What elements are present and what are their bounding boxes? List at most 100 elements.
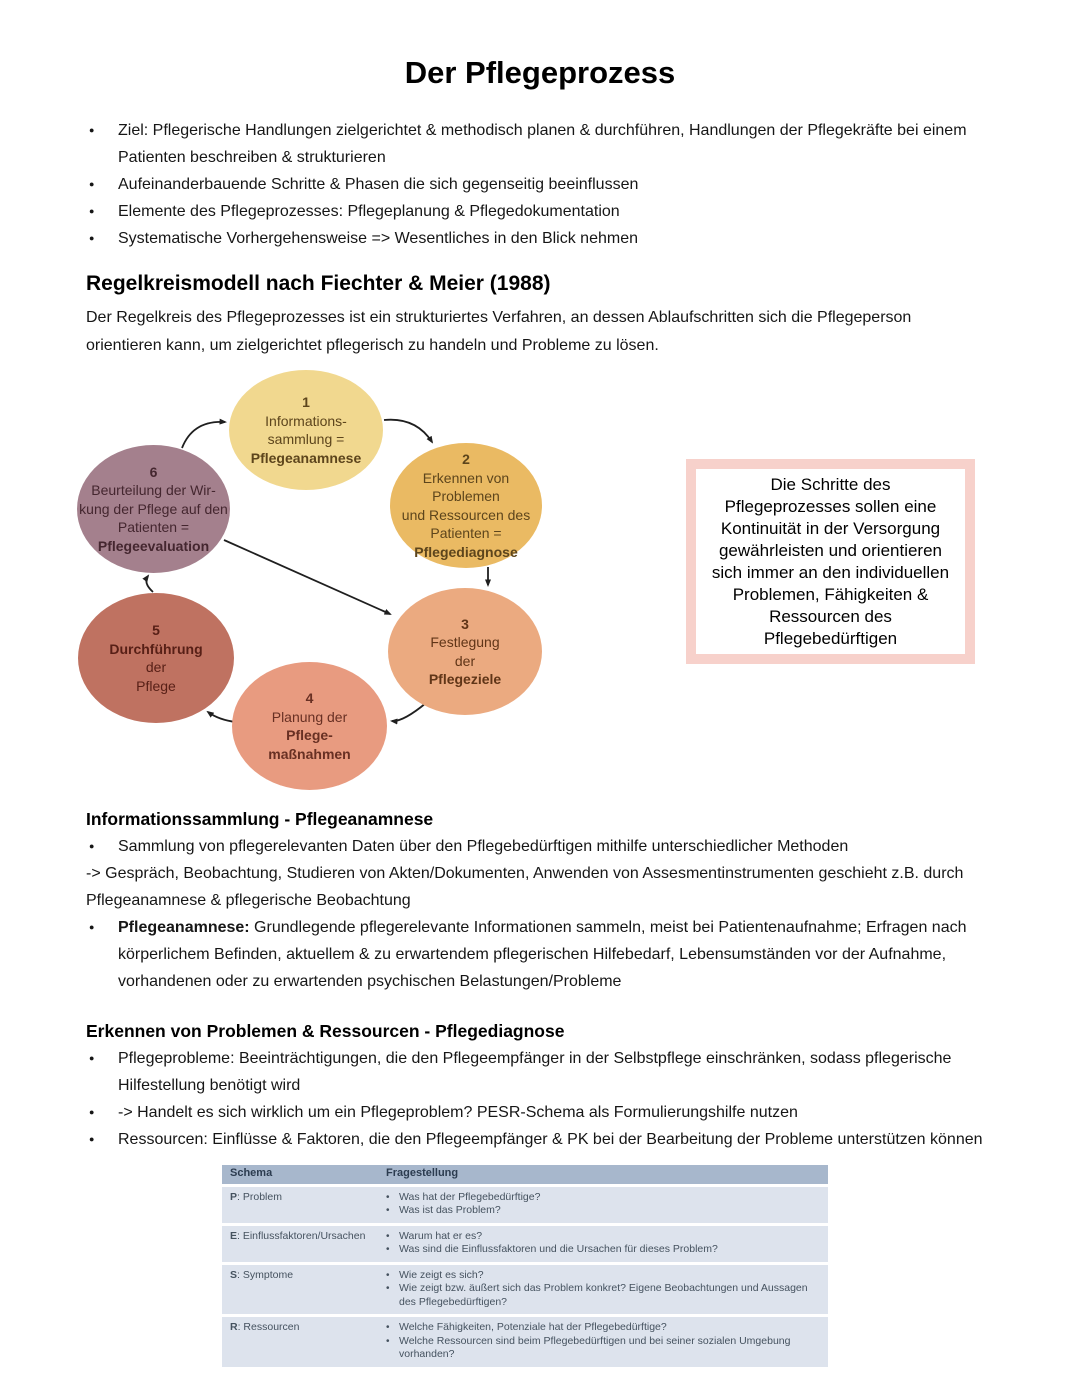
step-label-line: maßnahmen xyxy=(268,745,351,762)
question-text: Was sind die Einflussfaktoren und die Ur… xyxy=(399,1243,718,1255)
section-line: ● -> Handelt es sich wirklich um ein Pfle… xyxy=(86,1099,1000,1126)
schema-cell: P: Problem xyxy=(222,1185,378,1226)
schema-letter: P xyxy=(230,1190,238,1203)
erkennen-content: ● Pflegeprobleme: Beeinträchtigungen, die… xyxy=(86,1045,1000,1153)
schema-label: : Einflussfaktoren/Ursachen xyxy=(237,1229,366,1242)
bullet-icon: ● xyxy=(89,1107,95,1117)
schema-letter: R xyxy=(230,1321,238,1333)
section-erkennen: Erkennen von Problemen & Ressourcen - Pf… xyxy=(86,1018,1000,1153)
step-label-line: der xyxy=(454,652,476,669)
section-line: ●Ressourcen: Einflüsse & Faktoren, die d… xyxy=(86,1126,1000,1153)
intro-bullet-item: ●Elemente des Pflegeprozesses: Pflegepla… xyxy=(86,198,1000,225)
step-label-line: der xyxy=(145,659,167,675)
page-title: Der Pflegeprozess xyxy=(404,55,676,90)
question-item: • Warum hat er es? xyxy=(386,1230,820,1244)
schema-label: : Ressourcen xyxy=(237,1321,300,1333)
step-label-line: Beurteilung der Wir- xyxy=(91,482,216,499)
bullet-icon: ● xyxy=(89,125,95,135)
schema-cell: R: Ressourcen xyxy=(222,1315,378,1370)
info-heading: Informationssammlung - Pflegeanamnese xyxy=(86,809,434,829)
intro-bullet-text: Aufeinanderbauende Schritte & Phasen die… xyxy=(118,176,639,193)
bullet-icon: ● xyxy=(89,922,95,932)
section-line: ●Pflegeprobleme: Beeinträchtigungen, die… xyxy=(86,1045,1000,1099)
text-run: -> Gespräch, Beobachtung, Studieren von … xyxy=(86,865,964,909)
section-text: Pflegeanamnese: Grundlegende pflegerelev… xyxy=(118,914,1000,995)
table-row: P: Problem • Was hat der Pflegebedürftige?… xyxy=(222,1185,828,1226)
arrow-6-to-3 xyxy=(223,539,392,615)
intro-bullet-list: ● Ziel: Pflegerische Handlungen zielgeric… xyxy=(86,117,1000,252)
step-label-line: Pflegediagnose xyxy=(414,543,518,560)
step-label-line: Pflegeziele xyxy=(428,671,502,687)
note-line: gewährleisten und orientieren xyxy=(718,540,943,560)
step-label-line: Patienten = xyxy=(430,525,502,541)
step-number: 2 xyxy=(462,451,470,467)
step-number: 3 xyxy=(461,615,469,632)
bullet-icon: ● xyxy=(89,841,95,851)
intro-bullet-text: Ziel: Pflegerische Handlungen zielgerich… xyxy=(118,122,967,166)
question-item: •Wie zeigt bzw. äußert sich das Problem … xyxy=(386,1282,820,1309)
question-text: Was hat der Pflegebedürftige? xyxy=(399,1190,541,1203)
schema-letter: S xyxy=(230,1268,238,1281)
note-line: Kontinuität in der Versorgung xyxy=(720,518,941,538)
pesr-header-fragestellung: Fragestellung xyxy=(378,1165,828,1187)
question-item: •Wie zeigt es sich? xyxy=(386,1269,820,1283)
question-item: • Was sind die Einflussfaktoren und die U… xyxy=(386,1243,820,1257)
note-line: Ressourcen des xyxy=(769,606,892,626)
bullet-icon: • xyxy=(386,1335,390,1347)
pesr-header-schema: Schema xyxy=(222,1165,378,1187)
text-run: Grundlegende pflegerelevante Information… xyxy=(118,919,967,990)
question-text: Was ist das Problem? xyxy=(399,1204,501,1216)
bullet-icon: ● xyxy=(89,1134,95,1144)
schema-label: : Symptome xyxy=(237,1268,294,1281)
intro-bullet-text: Systematische Vorhergehensweise => Wesen… xyxy=(118,230,638,247)
schema-cell: S: Symptome xyxy=(222,1263,378,1317)
schema-letter: E xyxy=(230,1229,238,1242)
text-run: -> Handelt es sich wirklich um ein Pfleg… xyxy=(118,1104,798,1121)
erkennen-heading: Erkennen von Problemen & Ressourcen - Pf… xyxy=(86,1021,565,1041)
section-informationssammlung: Informationssammlung - Pflegeanamnese ● S… xyxy=(86,806,1000,995)
fragestellung-cell: • Was hat der Pflegebedürftige? • Was ist d… xyxy=(378,1185,828,1226)
step-label-line: Informations- xyxy=(265,412,347,429)
bold-lead: Pflegeanamnese: xyxy=(118,919,250,936)
question-text: Welche Ressourcen sind beim Pflegebedürf… xyxy=(399,1334,791,1361)
arrow-1-to-2 xyxy=(383,418,434,444)
section-line: -> Gespräch, Beobachtung, Studieren von … xyxy=(86,860,986,914)
note-line: Problemen, Fähigkeiten & xyxy=(732,584,929,604)
regelkreis-paragraph: Der Regelkreis des Pflegeprozesses ist e… xyxy=(86,309,912,354)
bullet-icon: ● xyxy=(89,179,95,189)
bullet-icon: • xyxy=(386,1205,390,1216)
note-line: Die Schritte des xyxy=(770,474,891,494)
bullet-icon: • xyxy=(386,1322,390,1333)
section-text: Sammlung von pflegerelevanten Daten über… xyxy=(118,833,1000,860)
bullet-icon: • xyxy=(386,1244,390,1255)
bullet-icon: • xyxy=(386,1269,390,1281)
section-text: -> Gespräch, Beobachtung, Studieren von … xyxy=(86,865,963,909)
bullet-icon: • xyxy=(386,1230,390,1242)
step-label-line: Durchführung xyxy=(109,640,203,657)
step-label-line: Erkennen von Problemen xyxy=(422,469,510,505)
table-row: S: Symptome•Wie zeigt es sich?•Wie zeigt… xyxy=(222,1263,828,1317)
note-line: Pflegeprozesses sollen eine xyxy=(724,496,937,516)
step-number: 4 xyxy=(305,690,314,706)
pesr-table: Schema Fragestellung P: Problem • Was hat … xyxy=(222,1165,828,1370)
table-row: R: Ressourcen • Welche Fähigkeiten, Potenz… xyxy=(222,1315,828,1370)
note-line: Pflegebedürftigen xyxy=(763,628,898,648)
arrow-6-to-1 xyxy=(181,418,227,449)
pesr-header-row: Schema Fragestellung xyxy=(222,1165,828,1187)
schema-cell: E: Einflussfaktoren/Ursachen xyxy=(222,1224,378,1265)
question-text: Warum hat er es? xyxy=(399,1229,483,1242)
step-label-line: Pflegeanamnese xyxy=(250,449,362,466)
section-text: Pflegeprobleme: Beeinträchtigungen, die … xyxy=(118,1045,1000,1099)
text-run: Sammlung von pflegerelevanten Daten über… xyxy=(118,838,849,855)
fragestellung-cell: •Wie zeigt es sich?•Wie zeigt bzw. äußer… xyxy=(378,1263,828,1317)
question-text: Welche Fähigkeiten, Potenziale hat der P… xyxy=(399,1321,667,1333)
bullet-icon: • xyxy=(386,1191,390,1203)
info-content: ● Sammlung von pflegerelevanten Daten übe… xyxy=(86,833,1000,995)
text-run: Pflegeprobleme: Beeinträchtigungen, die … xyxy=(118,1050,952,1094)
step-label-line: Pflege- xyxy=(286,727,333,743)
table-row: E: Einflussfaktoren/Ursachen • Warum hat e… xyxy=(222,1224,828,1265)
